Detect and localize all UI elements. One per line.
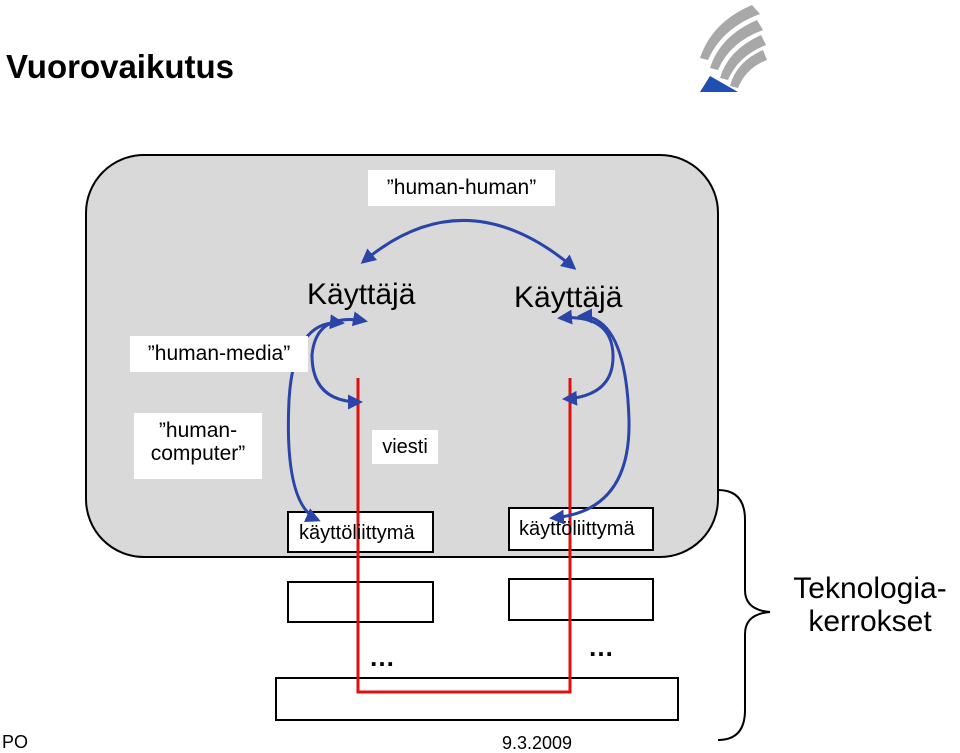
technology-layers-brace bbox=[717, 489, 771, 741]
human-human-label: ”human-human” bbox=[368, 170, 555, 206]
human-computer-arrow-right bbox=[549, 308, 631, 525]
human-computer-arrow-left bbox=[286, 314, 345, 522]
human-human-arrow bbox=[360, 219, 577, 270]
technology-layers-label: Teknologia- kerrokset bbox=[780, 572, 960, 638]
ui-label-left: käyttöliittymä bbox=[299, 522, 415, 544]
message-label: viesti bbox=[372, 430, 438, 464]
user-left-label: Käyttäjä bbox=[307, 278, 416, 311]
footer-date: 9.3.2009 bbox=[502, 733, 573, 753]
human-computer-text-line2: computer” bbox=[150, 442, 246, 466]
ui-label-right: käyttöliittymä bbox=[519, 518, 635, 540]
message-path bbox=[356, 378, 572, 694]
university-logo-icon bbox=[700, 5, 767, 92]
technology-layers-line2: kerrokset bbox=[808, 605, 932, 638]
layer-box-right bbox=[508, 578, 654, 621]
human-computer-text-line1: ”human- bbox=[158, 419, 238, 442]
slide-title: Vuorovaikutus bbox=[6, 48, 234, 85]
layer-box-left bbox=[287, 581, 434, 623]
human-human-text: ”human-human” bbox=[386, 176, 537, 199]
layer-box-bottom bbox=[275, 677, 679, 721]
user-right-label: Käyttäjä bbox=[514, 281, 623, 314]
ellipsis-left: … bbox=[369, 642, 395, 672]
footer-left: PO bbox=[2, 732, 29, 752]
human-media-text: ”human-media” bbox=[147, 342, 291, 365]
technology-layers-line1: Teknologia- bbox=[793, 572, 947, 605]
ellipsis-right: … bbox=[588, 632, 614, 662]
human-media-label: ”human-media” bbox=[130, 336, 308, 372]
message-text: viesti bbox=[382, 436, 428, 458]
human-computer-label: ”human- computer” bbox=[134, 413, 262, 479]
